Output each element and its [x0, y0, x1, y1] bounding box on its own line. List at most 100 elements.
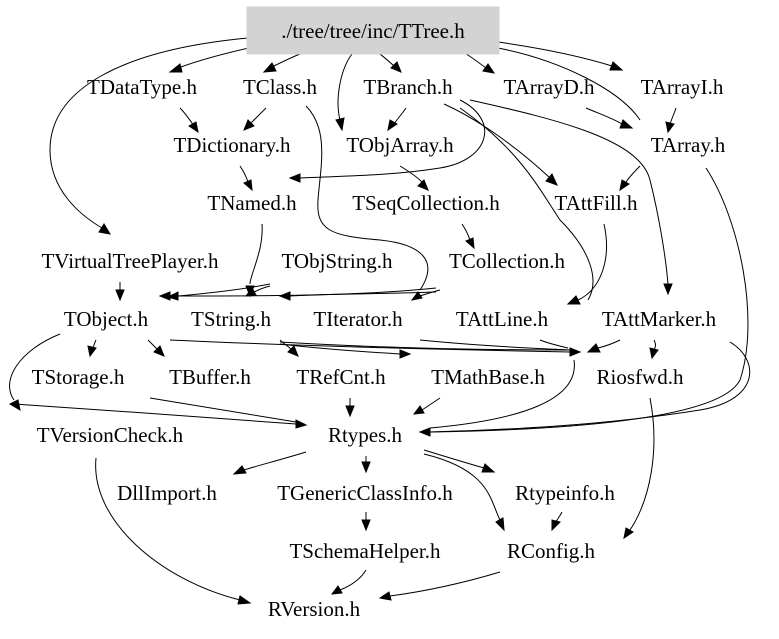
edge-tcollection-tobject — [169, 287, 437, 297]
edge-tarray-tattfill — [625, 165, 641, 183]
edge-rconfig-rversion — [389, 571, 501, 597]
edge-ttree-tclass-arrow — [262, 62, 277, 73]
edge-ttree-tvirtualtreeplayer — [49, 37, 249, 229]
node-tarray[interactable]: TArray.h — [651, 133, 726, 157]
edge-rconfig-rversion-arrow — [378, 591, 392, 601]
node-tgenericclassinfo[interactable]: TGenericClassInfo.h — [277, 481, 453, 505]
node-tdictionary[interactable]: TDictionary.h — [173, 133, 291, 157]
edge-tbranch-tattmarker-arrow — [663, 283, 673, 296]
node-tbranch[interactable]: TBranch.h — [363, 75, 453, 99]
edge-rtypes-rconfig-arrow — [495, 517, 505, 532]
edge-ttree-tclass — [271, 53, 301, 68]
edge-rtypes-dllimport-arrow — [232, 465, 247, 475]
edge-tobject-tbuffer-arrow — [153, 345, 165, 357]
edge-tversioncheck-rversion — [95, 457, 241, 601]
node-rversion[interactable]: RVersion.h — [268, 597, 361, 621]
node-rconfig[interactable]: RConfig.h — [507, 539, 596, 563]
edge-tarrayi-tarray — [669, 107, 677, 125]
node-riosfwd[interactable]: Riosfwd.h — [597, 365, 684, 389]
node-ttree[interactable]: ./tree/tree/inc/TTree.h — [281, 19, 465, 43]
edge-trefcnt-rtypes-arrow — [345, 405, 355, 418]
node-tversioncheck[interactable]: TVersionCheck.h — [37, 423, 184, 447]
node-tattfill[interactable]: TAttFill.h — [555, 191, 638, 215]
edge-tarray-rtypes — [429, 167, 749, 433]
node-titerator[interactable]: TIterator.h — [313, 307, 403, 331]
edge-tcollection-tstring — [289, 291, 437, 297]
nodes: ./tree/tree/inc/TTree.h TDataType.h TCla… — [32, 6, 726, 621]
node-tarrayd[interactable]: TArrayD.h — [503, 75, 595, 99]
edge-ttree-tarray — [497, 47, 641, 121]
edge-tclass-tdictionary-arrow — [243, 119, 255, 131]
edge-tstring-tmathbase-arrow — [399, 349, 412, 359]
edge-tarrayd-tarray-arrow — [619, 119, 634, 129]
edge-tarrayd-tarray — [585, 107, 623, 125]
node-tvirtualtreeplayer[interactable]: TVirtualTreePlayer.h — [41, 249, 219, 273]
edge-riosfwd-rconfig-arrow — [623, 527, 634, 540]
edge-ttree-tarrayi — [497, 41, 613, 67]
edge-tnamed-tobject — [249, 223, 263, 285]
node-tdatatype[interactable]: TDataType.h — [87, 75, 197, 99]
edge-tattmarker-riosfwd-arrow — [586, 343, 601, 353]
edge-ttree-tvirtualtreeplayer-arrow — [98, 223, 111, 235]
node-tschemahelper[interactable]: TSchemaHelper.h — [289, 539, 441, 563]
edge-tseqcollection-tcollection — [461, 223, 471, 241]
node-tattmarker[interactable]: TAttMarker.h — [602, 307, 717, 331]
edge-tbranch-tattfill-arrow — [545, 173, 558, 186]
edge-tbranch-tattmarker — [469, 99, 669, 285]
node-tbuffer[interactable]: TBuffer.h — [169, 365, 251, 389]
node-tstorage[interactable]: TStorage.h — [32, 365, 125, 389]
node-tattline[interactable]: TAttLine.h — [456, 307, 549, 331]
edge-tarray-rtypes-arrow — [418, 427, 431, 437]
node-tobject[interactable]: TObject.h — [64, 307, 149, 331]
edge-tstorage-rtypes-arrow — [295, 419, 308, 429]
node-tclass[interactable]: TClass.h — [243, 75, 318, 99]
edge-tbranch-tnamed — [299, 99, 486, 179]
node-tseqcollection[interactable]: TSeqCollection.h — [352, 191, 500, 215]
edge-riosfwd-rconfig — [629, 397, 655, 531]
node-dllimport[interactable]: DllImport.h — [117, 481, 217, 505]
edge-tschemahelper-rversion — [339, 569, 367, 591]
node-tobjstring[interactable]: TObjString.h — [281, 249, 393, 273]
node-tcollection[interactable]: TCollection.h — [449, 249, 566, 273]
edge-tcollection-titerator — [419, 289, 441, 297]
edge-tobject-tversioncheck — [9, 333, 61, 401]
node-trefcnt[interactable]: TRefCnt.h — [296, 365, 386, 389]
edge-tbranch-tobjarray — [393, 107, 407, 125]
node-rtypes[interactable]: Rtypes.h — [328, 423, 403, 447]
edge-riosfwd-rtypes — [429, 359, 575, 429]
edge-tdictionary-tnamed — [239, 165, 249, 183]
edge-tdictionary-tnamed-arrow — [243, 179, 253, 192]
edge-tcollection-titerator-arrow — [410, 291, 423, 301]
edge-ttree-tarrayi-arrow — [609, 61, 624, 71]
edge-tobject-tstorage-arrow — [87, 345, 97, 358]
edge-ttree-tdatatype-arrow — [168, 63, 183, 73]
node-tmathbase[interactable]: TMathBase.h — [431, 365, 545, 389]
edge-tattline-riosfwd — [539, 339, 569, 349]
edge-tstring-trefcnt-arrow — [287, 345, 299, 357]
edges — [8, 37, 751, 605]
edge-ttree-tbranch — [379, 53, 396, 68]
edge-tdatatype-tdictionary — [179, 107, 195, 127]
edge-tversioncheck-rversion-arrow — [237, 595, 252, 605]
edge-ttree-tdatatype — [177, 45, 259, 69]
node-tstring[interactable]: TString.h — [191, 307, 271, 331]
node-tarrayi[interactable]: TArrayI.h — [641, 75, 724, 99]
edge-tobject-riosfwd-arrow — [569, 347, 582, 357]
edge-ttree-tobjarray-arrow — [335, 117, 345, 132]
edge-rtypes-rconfig — [423, 453, 501, 521]
edge-tattmarker-rconfig-mid-arrow — [649, 347, 659, 360]
node-tobjarray[interactable]: TObjArray.h — [346, 133, 454, 157]
edge-tcollection-tobject-arrow — [158, 291, 171, 301]
edge-tdatatype-tdictionary-arrow — [188, 121, 199, 134]
edge-tcollection-tstring-arrow — [278, 291, 291, 301]
edge-tobjstring-tobject — [177, 283, 271, 297]
edge-tvirtualtreeplayer-tobject-arrow — [115, 289, 125, 302]
edge-ttree-tobjarray — [337, 53, 353, 121]
edge-rtypeinfo-rconfig — [555, 511, 563, 523]
edge-tattfill-riosfwd — [577, 223, 607, 301]
edge-ttree-tbranch-arrow — [390, 61, 402, 73]
edge-rtypes-dllimport — [243, 451, 307, 471]
node-rtypeinfo[interactable]: Rtypeinfo.h — [515, 481, 615, 505]
node-tnamed[interactable]: TNamed.h — [207, 191, 297, 215]
